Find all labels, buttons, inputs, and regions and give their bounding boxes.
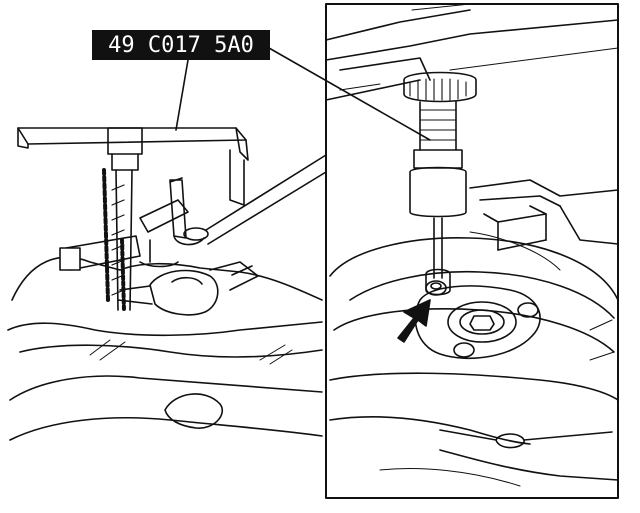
front-fender-outline xyxy=(11,256,323,301)
support-arm xyxy=(139,199,189,233)
fender-edge xyxy=(7,321,323,337)
tool-body xyxy=(409,166,467,218)
strut-tower xyxy=(149,269,219,316)
chain-right xyxy=(120,238,126,312)
part-number-label: 49 C017 5A0 xyxy=(92,30,270,60)
leader-line-lower xyxy=(207,171,327,245)
detail-frame xyxy=(325,3,619,499)
mount-nut-front xyxy=(453,342,475,358)
vehicle-overview xyxy=(7,127,323,441)
tool-sleeve xyxy=(413,149,463,169)
arrow-icon xyxy=(397,299,431,343)
adjuster-knob xyxy=(403,71,477,103)
detail-inset xyxy=(325,3,619,499)
bar-clamp xyxy=(107,127,143,155)
headlamp-outline xyxy=(19,344,323,358)
lower-body-line xyxy=(9,416,323,441)
wheel-arch xyxy=(164,393,223,429)
strut-mount-outline xyxy=(329,237,619,301)
mount-plate xyxy=(414,285,541,360)
tool-shaft xyxy=(419,101,457,151)
bumper-outline xyxy=(9,375,323,401)
center-nut xyxy=(469,315,495,331)
part-label-leader-left xyxy=(175,59,189,131)
leader-line-upper xyxy=(205,154,327,231)
tool-pin xyxy=(433,217,443,279)
chain-left xyxy=(102,168,110,302)
part-label-leader xyxy=(261,43,431,141)
mount-nut-rear xyxy=(425,280,447,296)
center-nut-outer xyxy=(447,301,517,343)
mount-nut-right xyxy=(517,302,539,318)
support-bar xyxy=(17,127,247,145)
